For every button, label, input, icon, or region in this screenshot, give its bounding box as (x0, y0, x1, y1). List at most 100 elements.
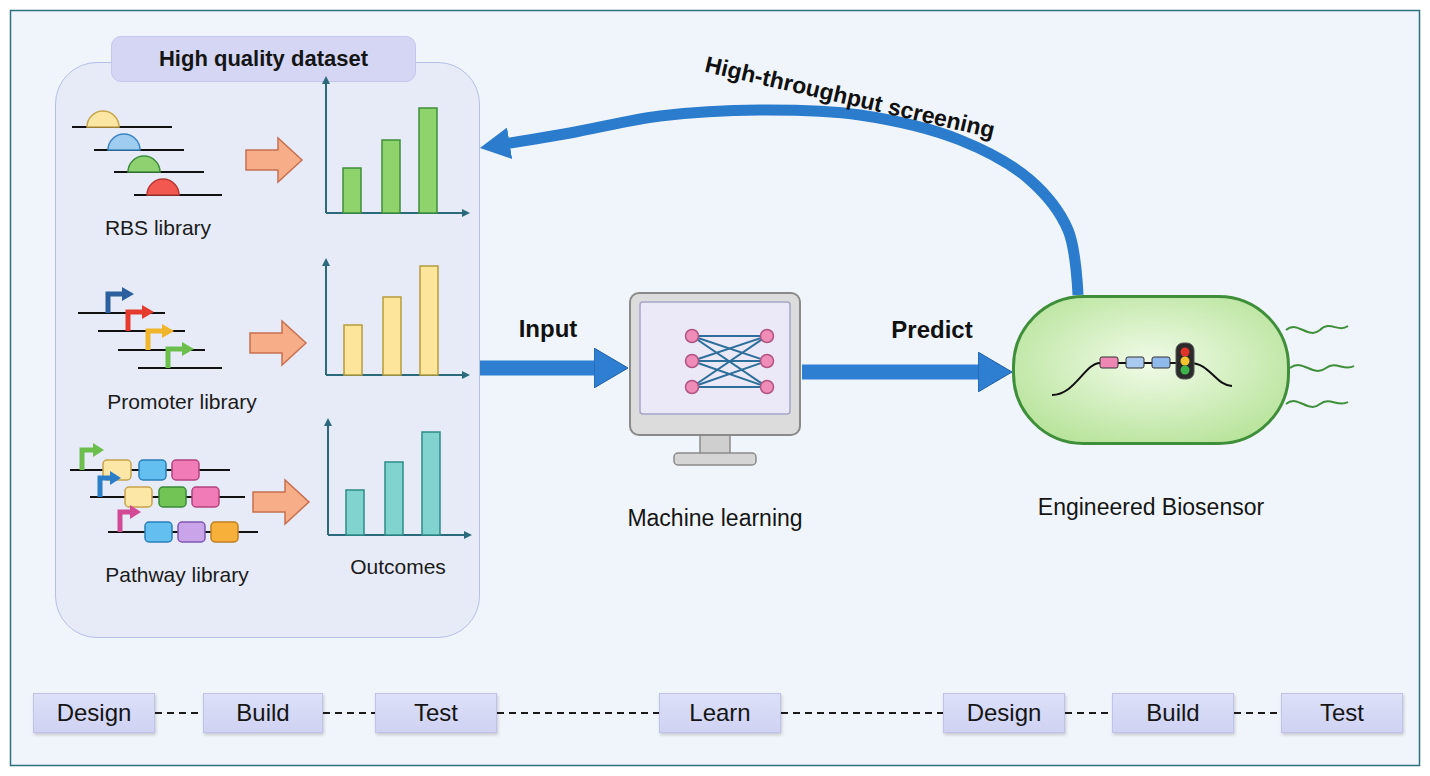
bacterial-cell: Engineered Biosensor (1012, 295, 1290, 445)
node-label: Learn (660, 694, 780, 732)
dashed-connector (323, 712, 375, 714)
cycle-stage-box: Test (1281, 693, 1403, 733)
rbs-library-art (108, 134, 140, 150)
pathway-library-art (192, 487, 219, 507)
cycle-stage-box: Build (1112, 693, 1234, 733)
pathway-library-art (82, 450, 95, 470)
dashed-connector (155, 712, 203, 714)
bar-chart (422, 432, 440, 535)
dashed-connector (781, 712, 943, 714)
dashed-connector (497, 712, 659, 714)
neural-network-icon (761, 330, 774, 343)
cycle-stage-box: Build (203, 693, 323, 733)
cycle-stage-box: Learn (659, 693, 781, 733)
bar-chart (327, 424, 329, 535)
pathway-library-art (178, 522, 205, 542)
bar-chart (385, 462, 403, 535)
dataset-panel: High quality dataset (55, 62, 480, 638)
promoter-library-art (148, 331, 164, 350)
promoter-library-art (118, 349, 205, 351)
rbs-library-art (128, 156, 160, 172)
pathway-library-art (125, 487, 152, 507)
pathway-library-art (110, 471, 121, 485)
block-arrows (250, 321, 306, 365)
flagella (1286, 326, 1354, 407)
flagella (1290, 365, 1354, 371)
promoter-library-art (122, 287, 134, 301)
flagella (1286, 401, 1348, 407)
rbs-library-art (147, 179, 179, 195)
bar-chart (322, 76, 330, 84)
pathway-library-art (70, 469, 230, 471)
node-label: Test (1282, 694, 1402, 732)
bar-chart (382, 140, 400, 213)
gene-circuit (1100, 357, 1118, 368)
neural-network-icon (761, 355, 774, 368)
pathway-library-art (108, 531, 258, 533)
neural-network-icon (692, 336, 767, 361)
bar-chart (343, 168, 361, 213)
monitor-screen (640, 302, 790, 414)
neural-network-icon (692, 386, 767, 388)
monitor-bezel (630, 293, 800, 435)
neural-network-icon (692, 336, 767, 387)
rbs-library-art (72, 126, 172, 128)
pathway-library-art (90, 496, 245, 498)
bar-chart (346, 490, 364, 535)
node-label: Engineered Biosensor (982, 492, 1320, 522)
gene-circuit (1126, 357, 1144, 368)
dashed-connector (1234, 712, 1281, 714)
bar-chart (322, 76, 470, 217)
promoter-library-art (142, 305, 154, 319)
rbs-library-art (72, 111, 222, 195)
neural-network-icon (692, 336, 767, 387)
bar-chart (325, 264, 327, 375)
neural-network-icon (686, 381, 699, 394)
bar-chart (383, 297, 401, 375)
bar-chart (322, 258, 330, 266)
rbs-library-art (114, 171, 204, 173)
pathway-library-art (145, 522, 172, 542)
promoter-library-art (108, 294, 124, 313)
bar-chart (325, 82, 327, 213)
neural-network-icon (686, 330, 774, 394)
promoter-library-art (78, 312, 165, 314)
neural-network-icon (692, 361, 767, 387)
neural-network-icon (686, 330, 774, 394)
cell-membrane (1014, 297, 1289, 444)
monitor-neck (700, 435, 730, 455)
promoter-library-art (182, 342, 194, 356)
pathway-library-art (172, 460, 199, 480)
promoter-library-art (78, 287, 222, 368)
pathway-library-art (211, 522, 238, 542)
node-label: Build (1113, 694, 1233, 732)
neural-network-icon (692, 360, 767, 362)
bar-chart (464, 531, 472, 539)
gene-circuit (1181, 366, 1190, 375)
pathway-library-art (103, 460, 131, 480)
bar-chart (419, 108, 437, 213)
pathway-library-art (70, 443, 258, 542)
bar-chart (420, 266, 438, 375)
flow-arrow (480, 110, 1078, 295)
promoter-library-art (128, 312, 144, 331)
bar-chart (462, 371, 470, 379)
gene-circuit (1176, 343, 1194, 379)
cycle-stage-box: Test (375, 693, 497, 733)
pathway-library-art (159, 487, 186, 507)
cell-outline (1012, 295, 1290, 445)
pathway-library-art (93, 443, 104, 457)
bar-chart (462, 209, 470, 217)
block-arrows (253, 480, 309, 524)
bar-chart (344, 325, 362, 375)
bar-chart (324, 418, 472, 539)
connector-group (155, 110, 1281, 713)
block-arrows (246, 138, 309, 524)
gene-circuit (1052, 363, 1232, 395)
gene-circuit (1052, 343, 1232, 395)
neural-network-icon (692, 336, 767, 361)
pathway-library-art (130, 505, 141, 519)
node-label: Design (944, 694, 1064, 732)
